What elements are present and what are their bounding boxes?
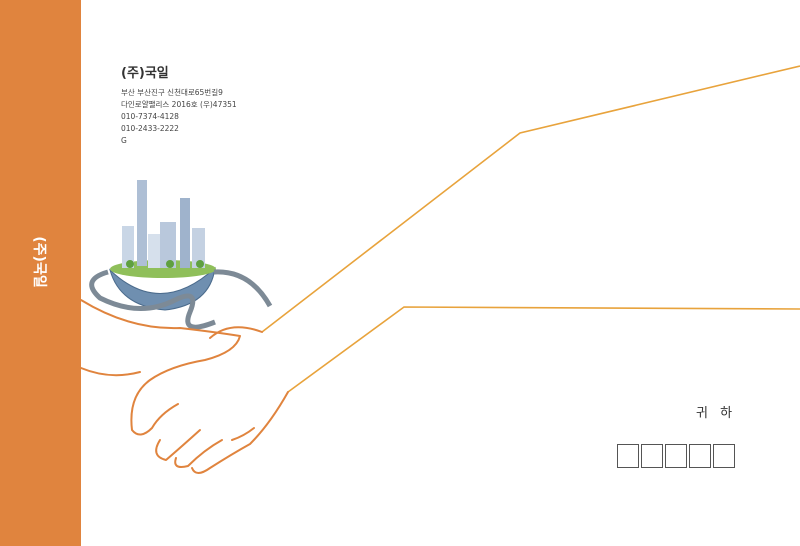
sender-phone-2: 010-2433-2222 [121,124,179,133]
decorative-line-upper [261,65,800,333]
city-globe-icon [89,180,273,330]
sender-extra: G [121,136,127,145]
postal-code-box[interactable] [665,444,687,468]
postal-code-boxes [617,444,737,468]
postal-code-box[interactable] [713,444,735,468]
sender-address-1: 부산 부산진구 신천대로65번길9 [121,88,223,97]
sender-phone-1: 010-7374-4128 [121,112,179,121]
sender-company: (주)국일 [121,66,169,81]
side-band: (주)국일 [0,0,81,546]
handshake-icon [80,299,289,474]
sender-address-2: 다인로얄팰리스 2016호 (우)47351 [121,100,237,109]
recipient-honorific: 귀 하 [696,406,737,421]
sender-block: (주)국일 부산 부산진구 신천대로65번길9 다인로얄팰리스 2016호 (우… [121,62,237,147]
decorative-line-lower [287,306,800,393]
postal-code-box[interactable] [641,444,663,468]
postal-code-box[interactable] [689,444,711,468]
postal-code-box[interactable] [617,444,639,468]
